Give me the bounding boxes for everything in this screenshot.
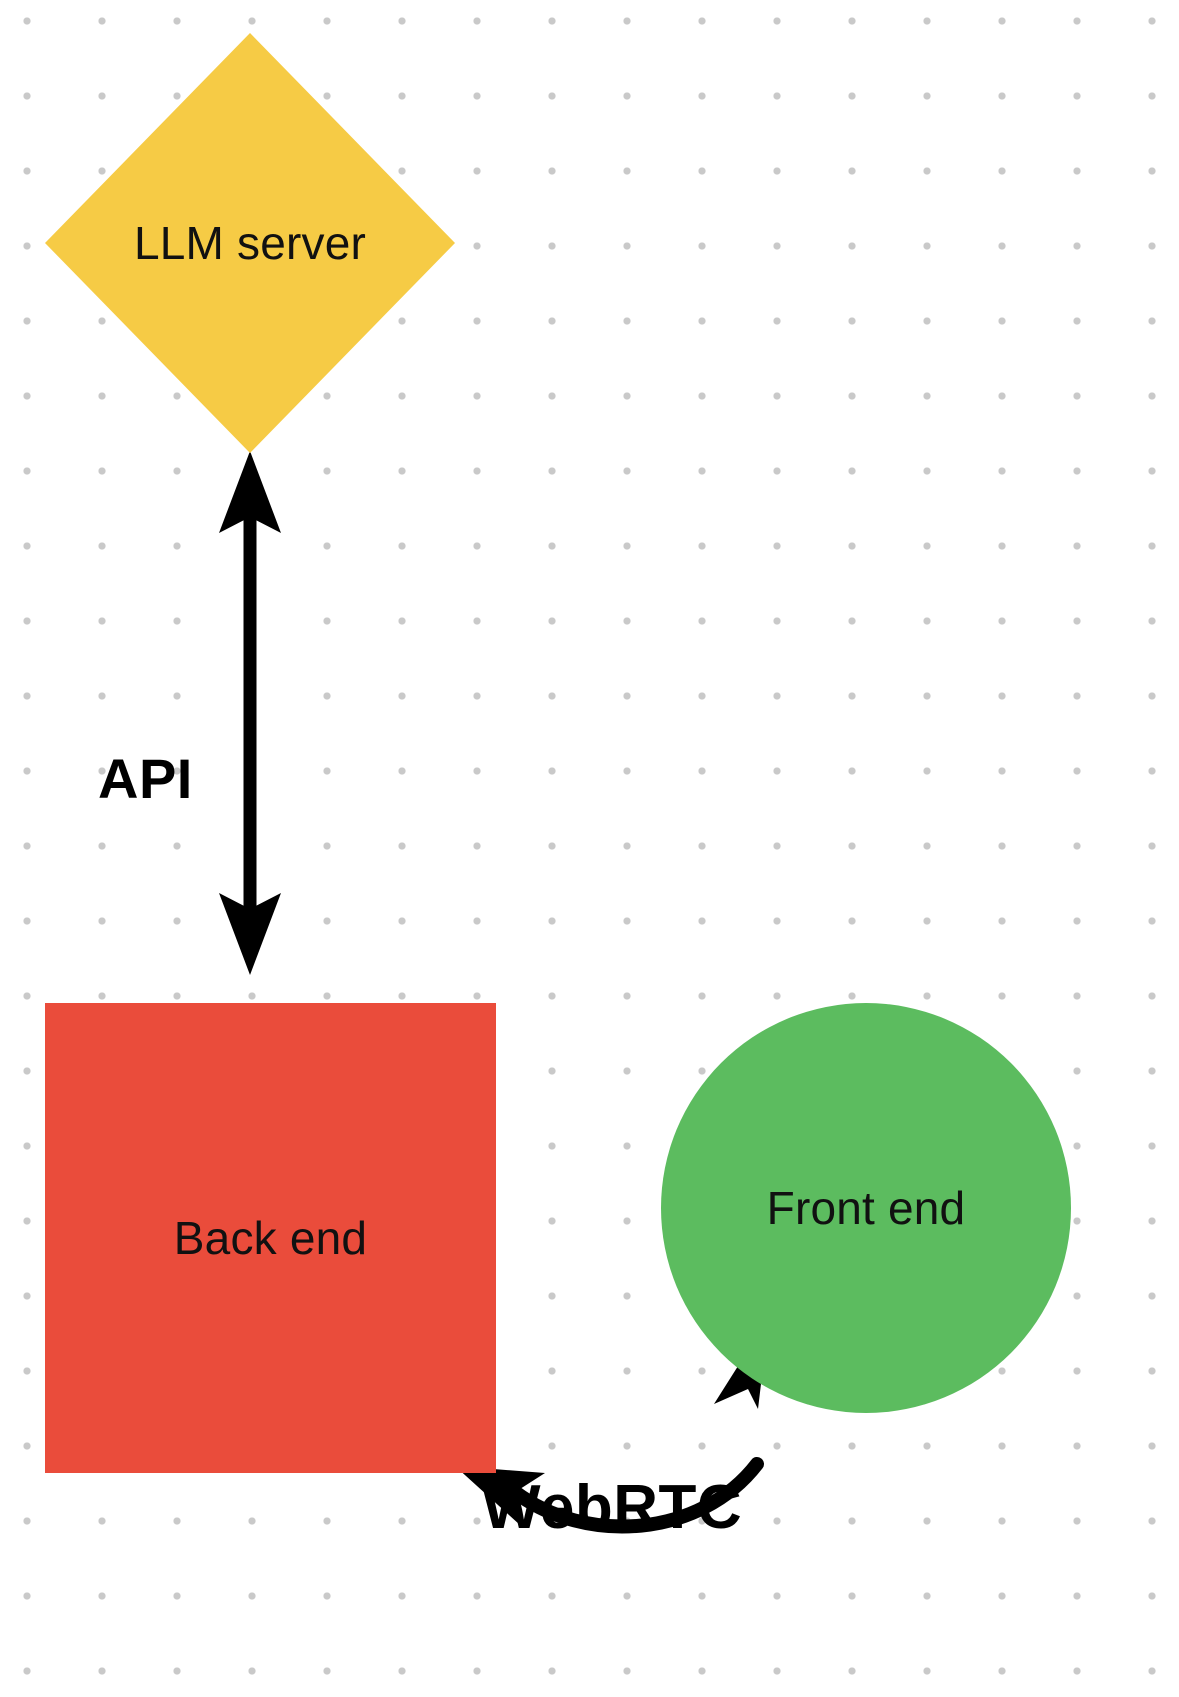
edge-api[interactable] [219, 451, 281, 975]
edge-label-api: API [98, 747, 193, 810]
node-llm-server-label: LLM server [133, 217, 367, 269]
square-shape [45, 1003, 496, 1473]
node-front-end-label: Front end [766, 1182, 966, 1234]
node-back-end-label: Back end [173, 1212, 368, 1264]
circle-shape [661, 1003, 1071, 1413]
edge-api-arrowhead-down [219, 893, 281, 975]
node-back-end[interactable]: Back end [45, 1003, 496, 1473]
node-llm-server[interactable]: LLM server [45, 33, 455, 453]
node-front-end[interactable]: Front end [661, 1003, 1071, 1413]
edge-label-webrtc: WebRTC [482, 1473, 743, 1542]
edge-api-arrowhead-up [219, 451, 281, 533]
